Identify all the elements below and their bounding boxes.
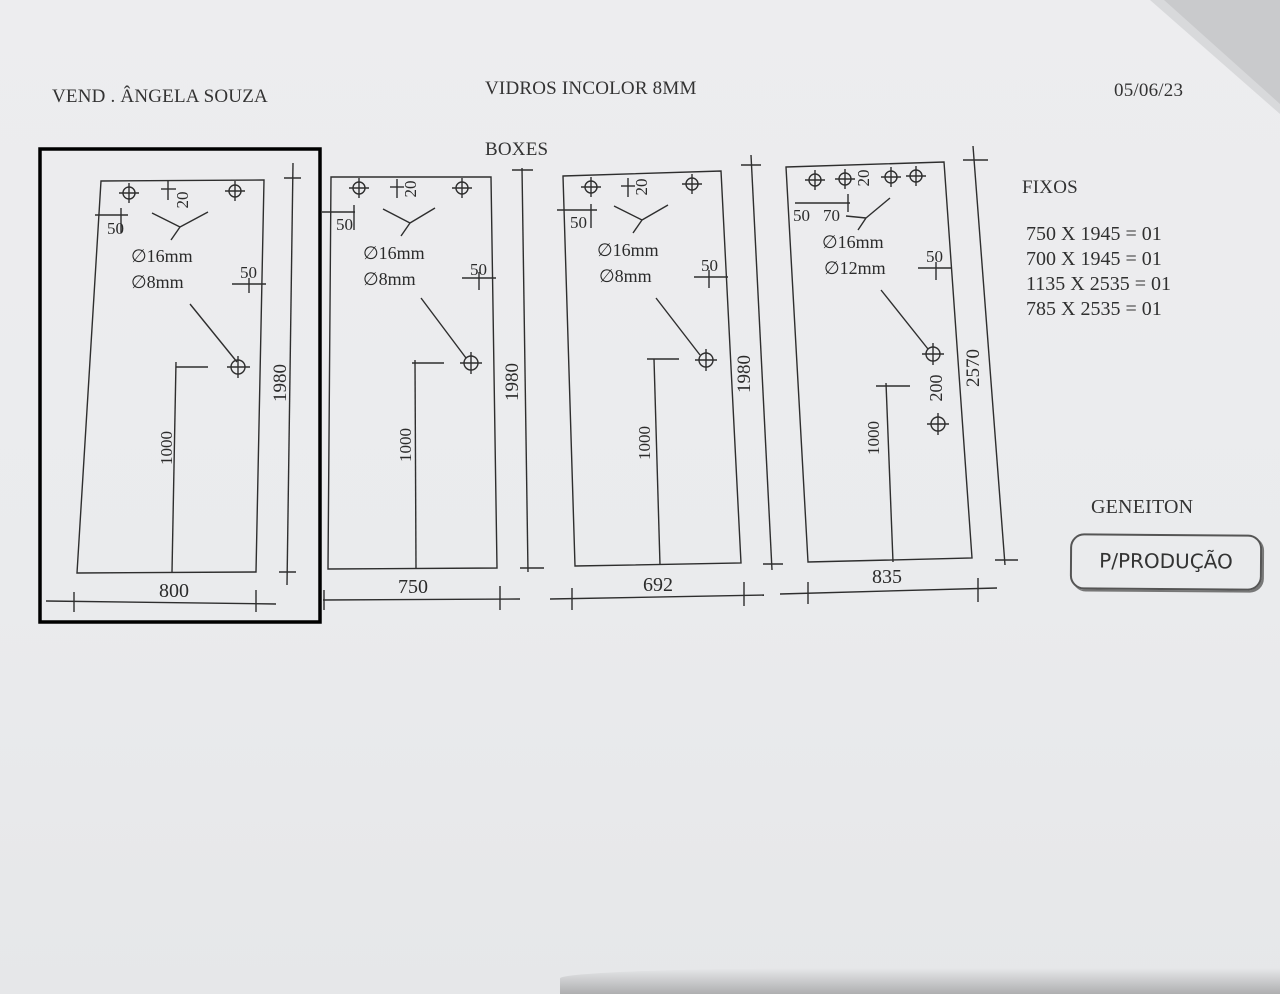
fixos-title: FIXOS (1022, 177, 1078, 198)
panel-3-width: 692 (643, 574, 673, 596)
panel-4-handle-height: 1000 (864, 421, 883, 455)
section-title-boxes: BOXES (485, 139, 549, 160)
panel-3-hole-16: ∅16mm (597, 240, 659, 260)
panel-4-width: 835 (872, 566, 902, 588)
panel-2-edge-label: 50 (336, 215, 353, 234)
panel-3-top-offset: 20 (632, 179, 651, 196)
production-stamp: P/PRODUÇÃO (1069, 533, 1263, 591)
panel-4 (779, 145, 1018, 604)
fixos-list: 750 X 1945 = 01 700 X 1945 = 01 1135 X 2… (1026, 222, 1171, 322)
panel-4-top-offset: 20 (854, 170, 873, 187)
panel-3-hole-8: ∅8mm (599, 266, 652, 286)
panel-1-handle-height: 1000 (157, 431, 176, 465)
panel-4-hole-16: ∅16mm (822, 232, 884, 252)
panel-1-hole-16: ∅16mm (131, 246, 193, 266)
signature-name: GENEITON (1091, 496, 1194, 518)
fixos-item: 785 X 2535 = 01 (1026, 298, 1162, 320)
panel-1-hole-8: ∅8mm (131, 272, 184, 292)
panel-2-hole-8: ∅8mm (363, 269, 416, 289)
panel-4-height: 2570 (963, 349, 984, 387)
panel-4-edge-label: 50 (793, 206, 810, 225)
order-date: 05/06/23 (1114, 80, 1184, 101)
panel-2 (322, 167, 544, 610)
panel-1 (45, 162, 301, 612)
fixos-item: 1135 X 2535 = 01 (1026, 273, 1171, 295)
selection-highlight-box (38, 147, 322, 624)
vendor-name: VEND . ÂNGELA SOUZA (52, 86, 268, 107)
fixos-item: 750 X 1945 = 01 (1026, 223, 1162, 245)
panel-1-side-label: 50 (240, 263, 257, 282)
panel-4-hole-12: ∅12mm (824, 258, 886, 278)
material-title: VIDROS INCOLOR 8MM (485, 78, 697, 99)
panel-2-handle-height: 1000 (396, 428, 415, 462)
panel-2-height: 1980 (502, 363, 523, 401)
panel-1-height: 1980 (270, 364, 291, 402)
panel-4-hole-spacing: 200 (926, 375, 946, 402)
panel-2-width: 750 (398, 576, 428, 598)
panel-2-top-offset: 20 (401, 181, 420, 198)
panel-3-handle-height: 1000 (635, 426, 654, 460)
fixos-item: 700 X 1945 = 01 (1026, 248, 1162, 270)
panel-3 (549, 154, 783, 610)
panel-4-edge-label-2: 70 (823, 206, 840, 225)
panel-3-height: 1980 (734, 355, 755, 393)
panel-2-side-label: 50 (470, 260, 487, 279)
panel-2-hole-16: ∅16mm (363, 243, 425, 263)
photo-shadow (560, 968, 1280, 994)
panel-1-width: 800 (159, 580, 189, 602)
panel-4-side-label: 50 (926, 247, 943, 266)
panel-3-side-label: 50 (701, 256, 718, 275)
panel-1-top-offset: 20 (173, 192, 192, 209)
panel-1-edge-label: 50 (107, 219, 124, 238)
panel-3-edge-label: 50 (570, 213, 587, 232)
